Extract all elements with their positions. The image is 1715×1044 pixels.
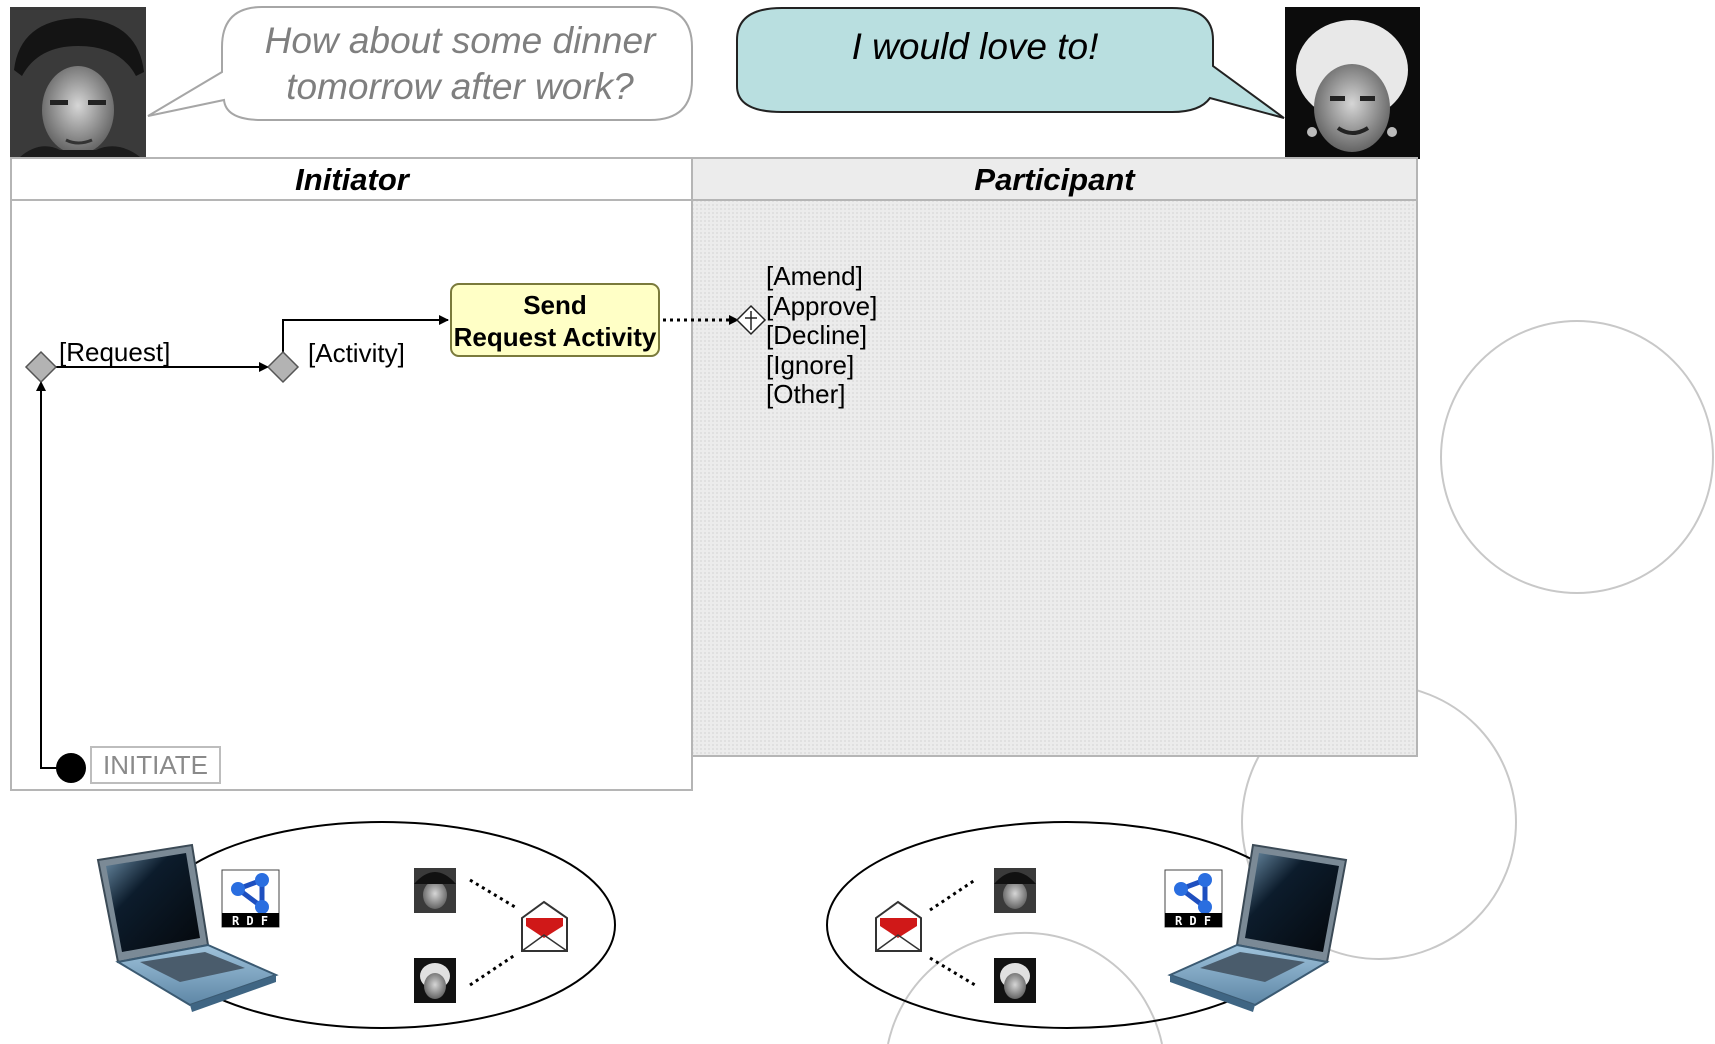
request-label: [Request] <box>59 337 171 367</box>
response-amend: [Amend] <box>766 261 863 291</box>
flow-connectors <box>36 315 739 769</box>
initiator-speech-line2: tomorrow after work? <box>286 66 634 107</box>
activity-gateway <box>266 350 300 384</box>
man-thumbnail <box>994 868 1036 913</box>
man-avatar <box>10 7 146 157</box>
send-task-line2: Request Activity <box>453 322 657 352</box>
rdf-icon: R D F <box>221 869 280 928</box>
participant-lane-title: Participant <box>974 162 1135 197</box>
send-task-line1: Send <box>523 290 587 320</box>
response-other: [Other] <box>766 379 846 409</box>
woman-avatar <box>1285 7 1420 159</box>
initiator-speech-bubble <box>147 6 693 121</box>
rdf-label: R D F <box>232 914 268 928</box>
initiator-speech-line1: How about some dinner <box>264 20 656 61</box>
response-approve: [Approve] <box>766 290 878 321</box>
send-request-activity-task: Send Request Activity <box>450 283 660 357</box>
envelope-icon <box>521 900 568 952</box>
initiator-lane <box>10 157 693 791</box>
initiator-speech-text: How about some dinner tomorrow after wor… <box>225 18 695 110</box>
response-gateway <box>735 304 767 336</box>
woman-thumbnail <box>414 958 456 1003</box>
start-node <box>56 753 86 783</box>
participant-speech-text: I would love to! <box>851 26 1099 67</box>
response-ignore: [Ignore] <box>766 349 855 380</box>
envelope-icon <box>875 900 922 952</box>
initiate-label: INITIATE <box>90 746 221 784</box>
request-gateway <box>24 350 58 384</box>
response-decline: [Decline] <box>766 320 868 350</box>
response-options: [Amend] [Approve] [Decline] [Ignore] [Ot… <box>766 261 878 410</box>
rdf-icon: R D F <box>1164 869 1223 928</box>
laptop-icon <box>96 843 279 1012</box>
activity-label: [Activity] <box>308 338 405 368</box>
participant-speech-bubble <box>736 7 1285 119</box>
woman-thumbnail <box>994 958 1036 1003</box>
initiator-lane-title: Initiator <box>295 162 409 197</box>
man-thumbnail <box>414 868 456 913</box>
rdf-label: R D F <box>1175 914 1211 928</box>
participant-lane <box>691 157 1418 757</box>
laptop-icon <box>1167 843 1348 1012</box>
